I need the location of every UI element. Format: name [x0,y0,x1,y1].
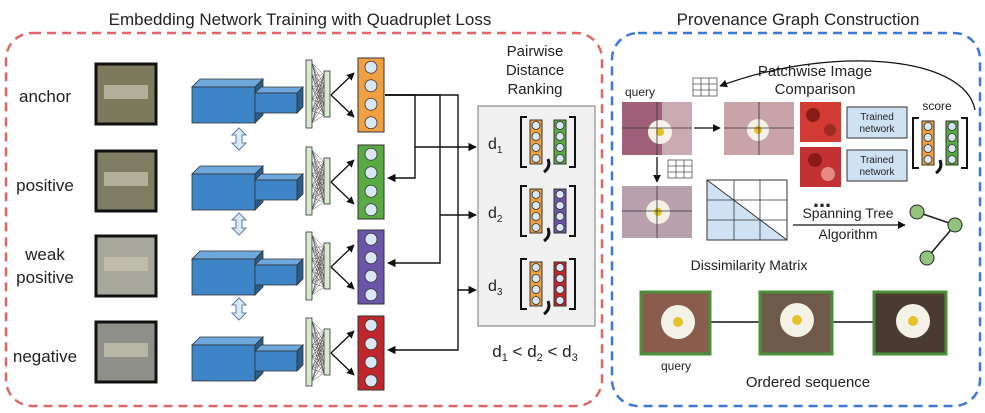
embedding-vector [529,188,543,234]
spanning-tree-line1: Spanning Tree [802,205,893,221]
embedding-vector [357,229,385,305]
distance-pair [520,116,576,174]
patchwise-comparison-line1: Patchwise Image [758,63,872,80]
score-pair [912,117,968,175]
double-arrow-icon [230,127,248,151]
patch-pair-1 [800,102,841,142]
trained-network-box: Trained network [846,106,908,139]
tree-node [909,204,925,220]
right-panel: Provenance Graph Construction query Patc… [610,10,982,408]
ranking-title-line1: Pairwise [507,43,564,60]
distance-pairs: d1 d2 d3 [488,116,576,316]
embedding-vector [553,261,567,307]
cnn-block [191,165,304,211]
row-label-weak-positive-line2: positive [16,268,74,287]
trained-network-label-2: network [859,167,895,178]
embedding-row [94,144,385,220]
sequence-image-1 [639,290,712,356]
double-arrow-icon [230,297,248,321]
ordered-sequence-label: Ordered sequence [746,374,870,391]
embedding-vector [945,120,959,166]
input-patch [94,320,158,384]
dissimilarity-matrix [706,179,788,241]
anchor-to-d1-connector [385,94,477,152]
patch-grid-icon [667,159,693,179]
patch-grid-icon [692,77,718,97]
input-patch [94,62,158,126]
embedding-row [94,315,385,391]
cnn-block [191,250,304,296]
embedding-vector [357,57,385,133]
embedding-row [94,57,385,133]
fully-connected-layers [305,231,331,301]
score-label: score [922,99,952,113]
anchor-to-d3-connector [385,94,477,295]
cnn-block [191,336,304,382]
ranking-title-line3: Ranking [507,81,562,98]
compared-image-1 [724,102,794,155]
row-label-anchor: anchor [19,87,71,106]
trained-network-label-1: Trained [860,155,894,166]
trained-network-label-1: Trained [860,112,894,123]
cnn-block [191,78,304,124]
patch-pair-2 [800,147,841,187]
row-label-positive: positive [16,176,74,195]
row-label-negative: negative [13,347,77,366]
anchor-to-d2-connector [385,94,477,220]
tree-node [919,250,935,266]
patchwise-comparison-line2: Comparison [775,81,856,98]
compared-image-2 [622,186,692,238]
d2-to-weak-positive-connector [387,215,441,268]
d1-to-positive-connector [387,147,416,183]
double-arrow-icon [230,212,248,236]
sequence-image-2 [758,290,834,356]
row-label-weak-positive-line1: weak [24,245,65,264]
left-panel-title: Embedding Network Training with Quadrupl… [109,10,492,29]
left-panel-border [4,31,604,408]
fully-connected-layers [305,59,331,129]
distance-label: d2 [488,205,503,225]
ellipsis: ... [813,187,831,212]
distance-pair [520,258,576,316]
ranking-title-line2: Distance [506,62,564,79]
tree-node [947,217,963,233]
score-embedding-pair [912,117,968,175]
embedding-rows [94,57,385,391]
sequence-image-3 [872,290,948,356]
fully-connected-layers [305,146,331,216]
input-patch [94,149,158,213]
embedding-vector [357,144,385,220]
provenance-tree [909,204,963,266]
embedding-connectors [385,94,477,355]
sequence-query-label: query [661,359,691,373]
embedding-vector [529,119,543,165]
embedding-vector [553,188,567,234]
embedding-row [94,229,385,305]
distance-label: d3 [488,278,503,298]
query-label: query [625,85,655,99]
embedding-vector [921,120,935,166]
ordered-sequence [639,290,948,356]
similarity-arrows [230,127,248,321]
trained-network-box: Trained network [846,149,908,182]
embedding-vector [357,315,385,391]
right-panel-title: Provenance Graph Construction [677,10,920,29]
trained-network-label-2: network [859,124,895,135]
query-image [622,102,692,155]
dissimilarity-matrix-label: Dissimilarity Matrix [691,257,808,273]
embedding-vector [553,119,567,165]
input-patch [94,234,158,298]
feedback-arrow [719,60,976,111]
distance-pair [520,185,576,243]
distance-label: d1 [488,136,503,156]
left-panel: Embedding Network Training with Quadrupl… [4,10,604,408]
spanning-tree-line2: Algorithm [818,226,877,242]
arrows-query-to-images [653,124,721,183]
distance-inequality: d1 < d2 < d3 [492,342,578,364]
fully-connected-layers [305,317,331,387]
embedding-vector [529,261,543,307]
d3-to-negative-connector [387,290,459,355]
right-panel-border [610,31,982,408]
